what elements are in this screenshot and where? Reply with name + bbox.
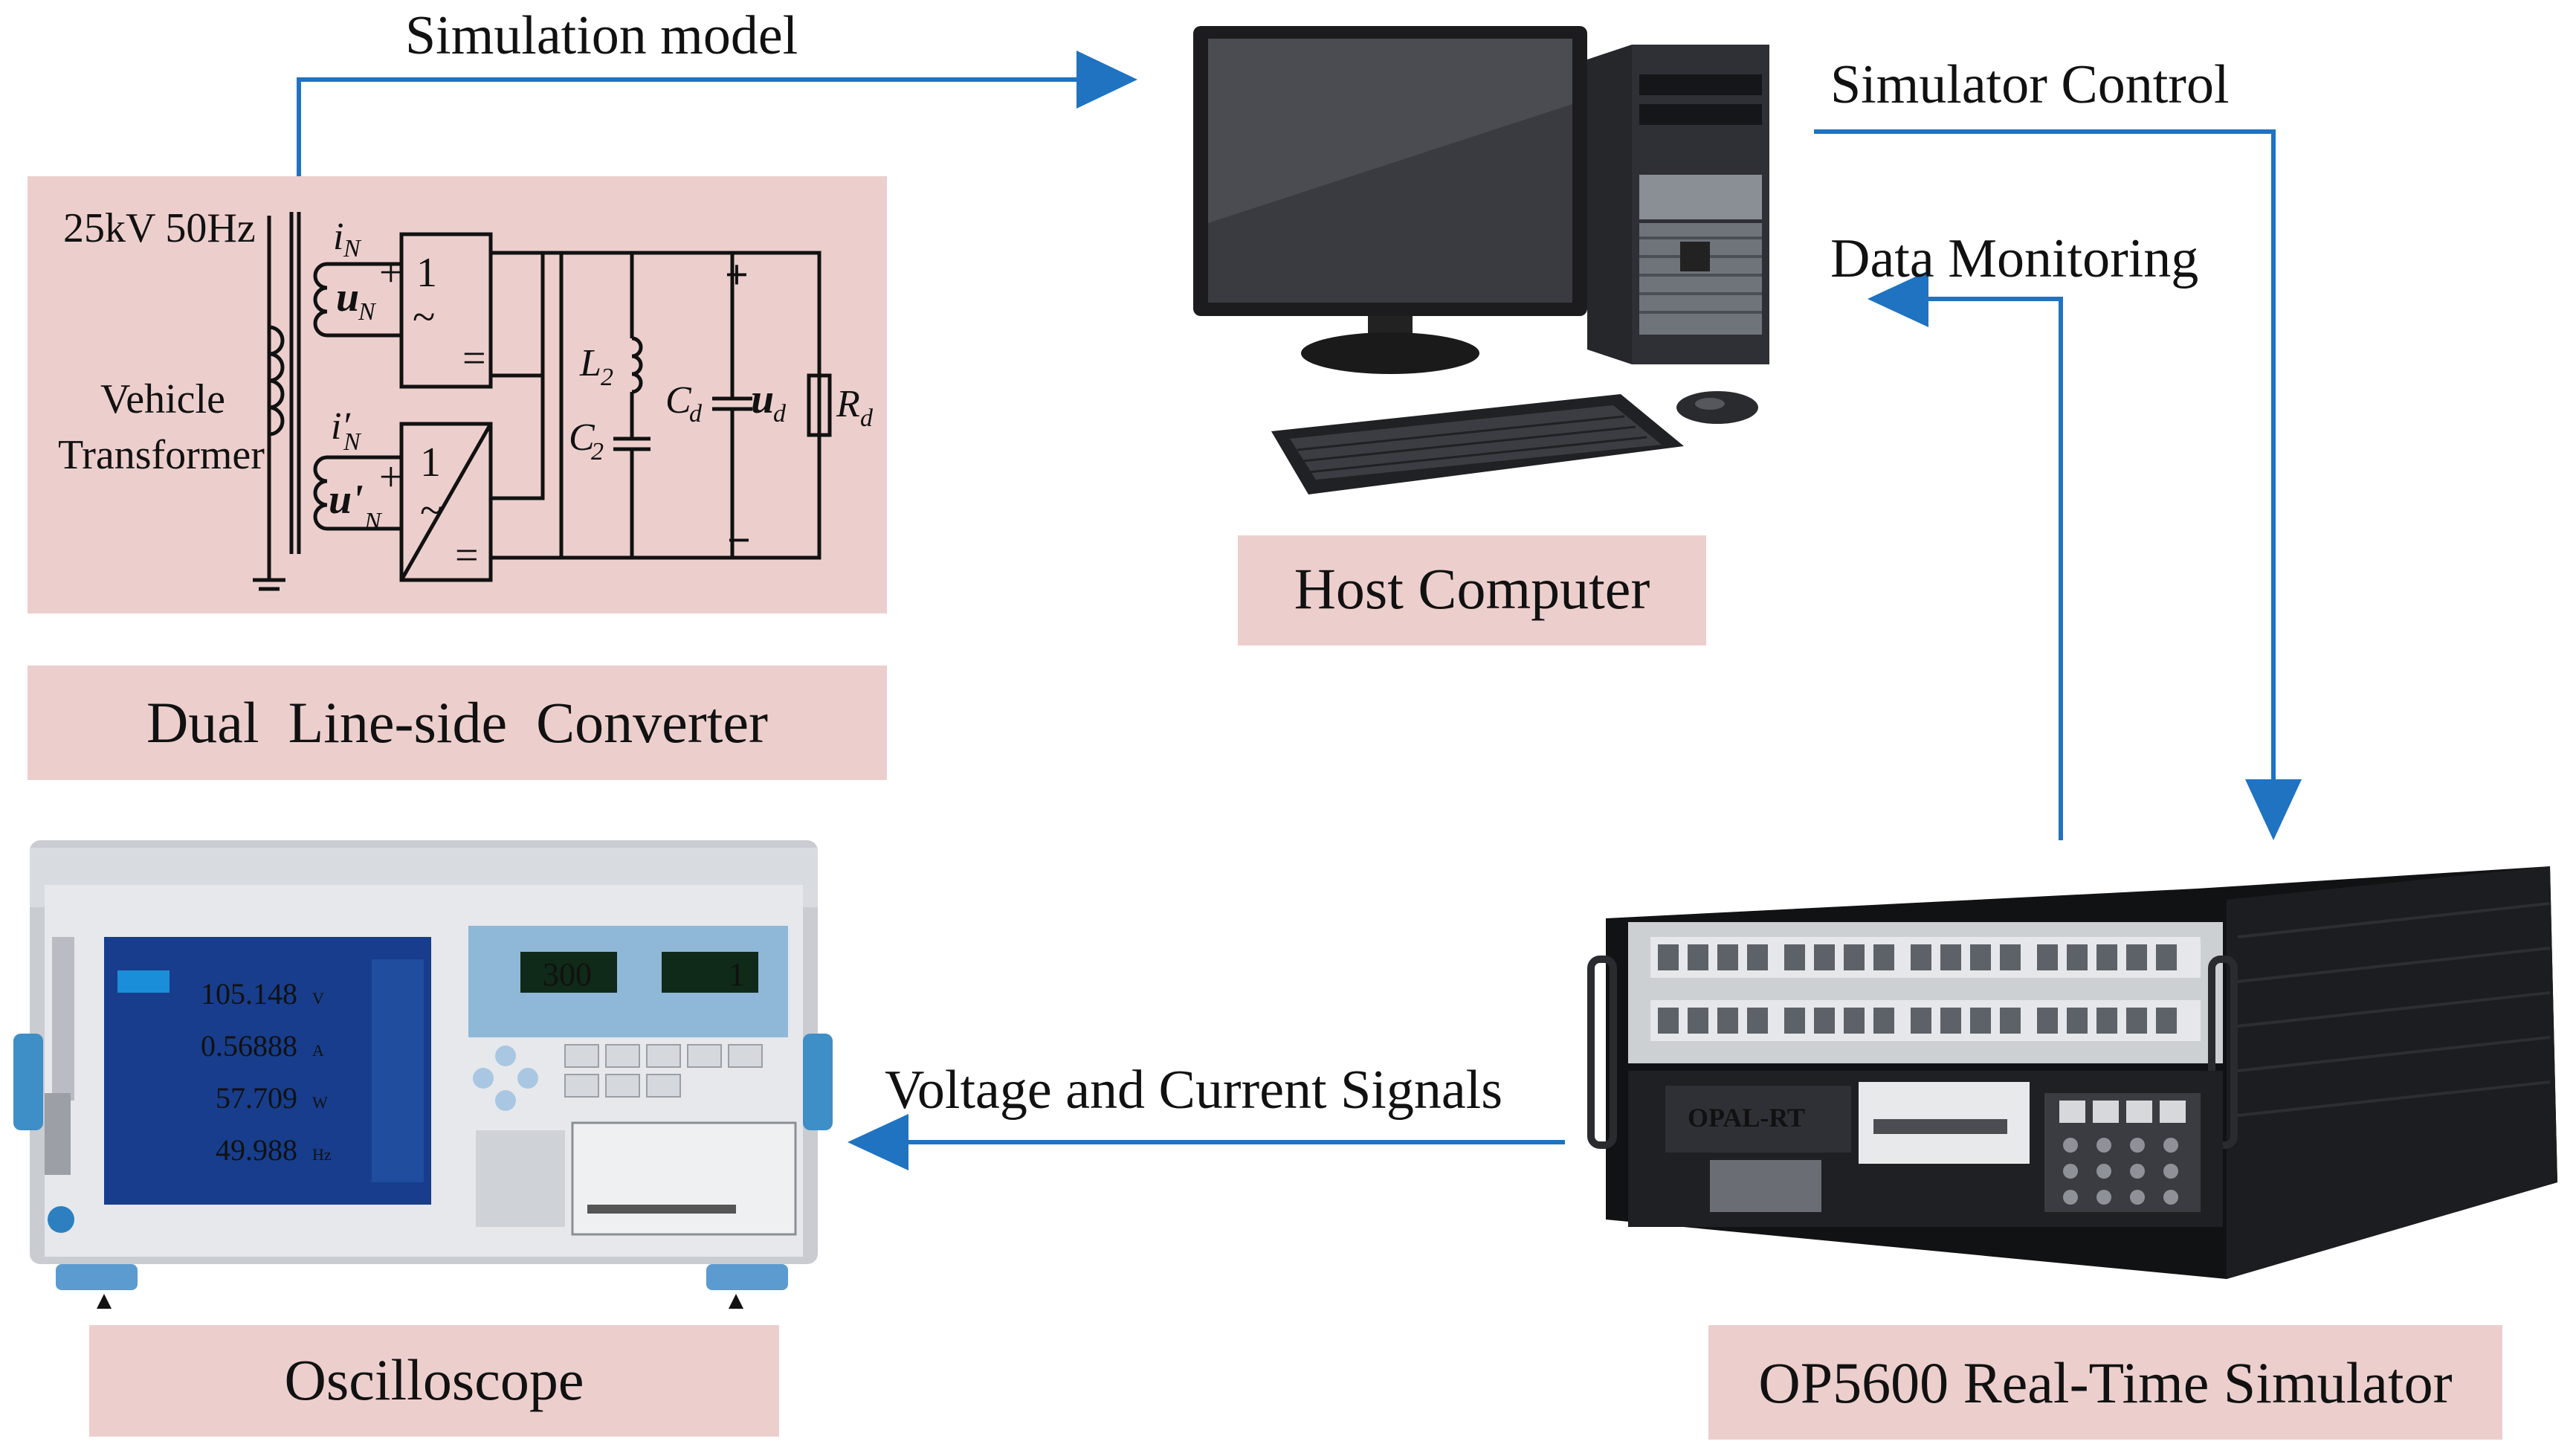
i-n2-sub: N xyxy=(343,428,362,456)
simulation-model-label: Simulation model xyxy=(405,5,798,66)
u-n2-label: u' xyxy=(329,477,364,523)
simulator-label: OP5600 Real-Time Simulator xyxy=(1758,1350,2452,1415)
dc-plus: + xyxy=(725,252,749,298)
simulator-label-box xyxy=(1708,1325,2502,1440)
rd-resistor xyxy=(807,373,832,437)
conv2-eq: = xyxy=(455,532,479,579)
rd-sub: d xyxy=(860,405,874,432)
l2-label: L xyxy=(579,342,601,384)
primary-winding xyxy=(268,325,285,436)
rd-label: R xyxy=(836,383,860,425)
u-n-label: u xyxy=(336,274,359,320)
i-n-sub: N xyxy=(343,235,362,262)
osc-reading-1: 105.148 xyxy=(201,977,297,1011)
osc-reading-4: 49.988 xyxy=(216,1133,297,1167)
conv2-one: 1 xyxy=(420,439,441,486)
simulator-brand: OPAL-RT xyxy=(1688,1103,1805,1133)
osc-display-2 xyxy=(662,952,758,993)
conv2-tilde: ~ xyxy=(420,488,442,534)
conv1-one: 1 xyxy=(416,250,437,296)
data-monitoring-arrowhead xyxy=(1868,271,1928,327)
l2-inductor xyxy=(631,336,643,394)
dc-minus: − xyxy=(727,518,751,564)
host-label: Host Computer xyxy=(1294,556,1650,621)
osc-reading-3: 57.709 xyxy=(216,1081,297,1115)
ud-label: u xyxy=(751,376,774,422)
c2-sub: 2 xyxy=(591,438,604,465)
transformer-label-line2: Transformer xyxy=(58,432,265,478)
i-n2-label: i′ xyxy=(331,405,351,448)
converter-circuit-box xyxy=(28,176,887,613)
i-n-label: i xyxy=(333,216,343,258)
u-n-sub: N xyxy=(358,298,377,326)
converter-label: Dual Line-side Converter xyxy=(146,690,768,755)
simulator-control-arrowhead xyxy=(2245,779,2302,840)
osc-unit-4: Hz xyxy=(312,1145,332,1164)
monitor-stand xyxy=(1301,332,1479,374)
oscilloscope-label: Oscilloscope xyxy=(285,1347,584,1412)
simulation-model-arrow xyxy=(297,77,1078,176)
simulator-logo-plate xyxy=(1665,1086,1851,1153)
l2-sub: 2 xyxy=(601,364,613,391)
source-label: 25kV 50Hz xyxy=(63,205,256,251)
host-label-box xyxy=(1238,535,1706,645)
osc-display-1-value: 300 xyxy=(543,956,592,993)
cd-label: C xyxy=(665,379,692,422)
u-n2-sub: N xyxy=(364,508,383,535)
data-monitoring-arrow xyxy=(1925,297,2063,840)
conv1-tilde: ~ xyxy=(413,294,435,341)
converter-label-box xyxy=(28,666,887,780)
transformer-label-line1: Vehicle xyxy=(100,376,225,422)
simulator-control-label: Simulator Control xyxy=(1830,54,2230,115)
data-monitoring-label: Data Monitoring xyxy=(1830,228,2198,289)
osc-display-1 xyxy=(520,952,617,993)
osc-printer xyxy=(571,1121,797,1236)
oscilloscope-label-box xyxy=(89,1325,779,1437)
osc-unit-2: A xyxy=(312,1041,324,1060)
osc-unit-3: W xyxy=(312,1093,328,1112)
oscilloscope-image: 105.148 0.56888 57.709 49.988 V A W Hz 3… xyxy=(13,840,833,1309)
simulator-control-arrow xyxy=(1814,129,2276,788)
secondary-winding-1 xyxy=(313,262,328,338)
converter-1 xyxy=(399,232,493,389)
u-n-plus: + xyxy=(379,250,403,296)
c2-label: C xyxy=(569,416,595,459)
host-computer-image xyxy=(1193,26,1769,494)
conv1-eq: = xyxy=(462,335,486,381)
simulator-image: OPAL-RT xyxy=(1587,866,2557,1279)
voltage-current-arrowhead xyxy=(848,1114,908,1170)
converter-2 xyxy=(399,422,493,582)
osc-display-2-value: 1 xyxy=(729,956,745,993)
voltage-current-label: Voltage and Current Signals xyxy=(885,1060,1502,1121)
osc-reading-2: 0.56888 xyxy=(201,1029,297,1063)
ud-sub: d xyxy=(773,400,787,428)
secondary-winding-2 xyxy=(313,455,328,531)
converter-circuit: 25kV 50Hz Vehicle Transformer i N u N + … xyxy=(58,205,874,591)
simulation-model-arrowhead xyxy=(1076,51,1137,109)
cd-sub: d xyxy=(689,400,703,428)
osc-unit-1: V xyxy=(312,989,324,1008)
u-n2-plus: + xyxy=(379,454,403,500)
